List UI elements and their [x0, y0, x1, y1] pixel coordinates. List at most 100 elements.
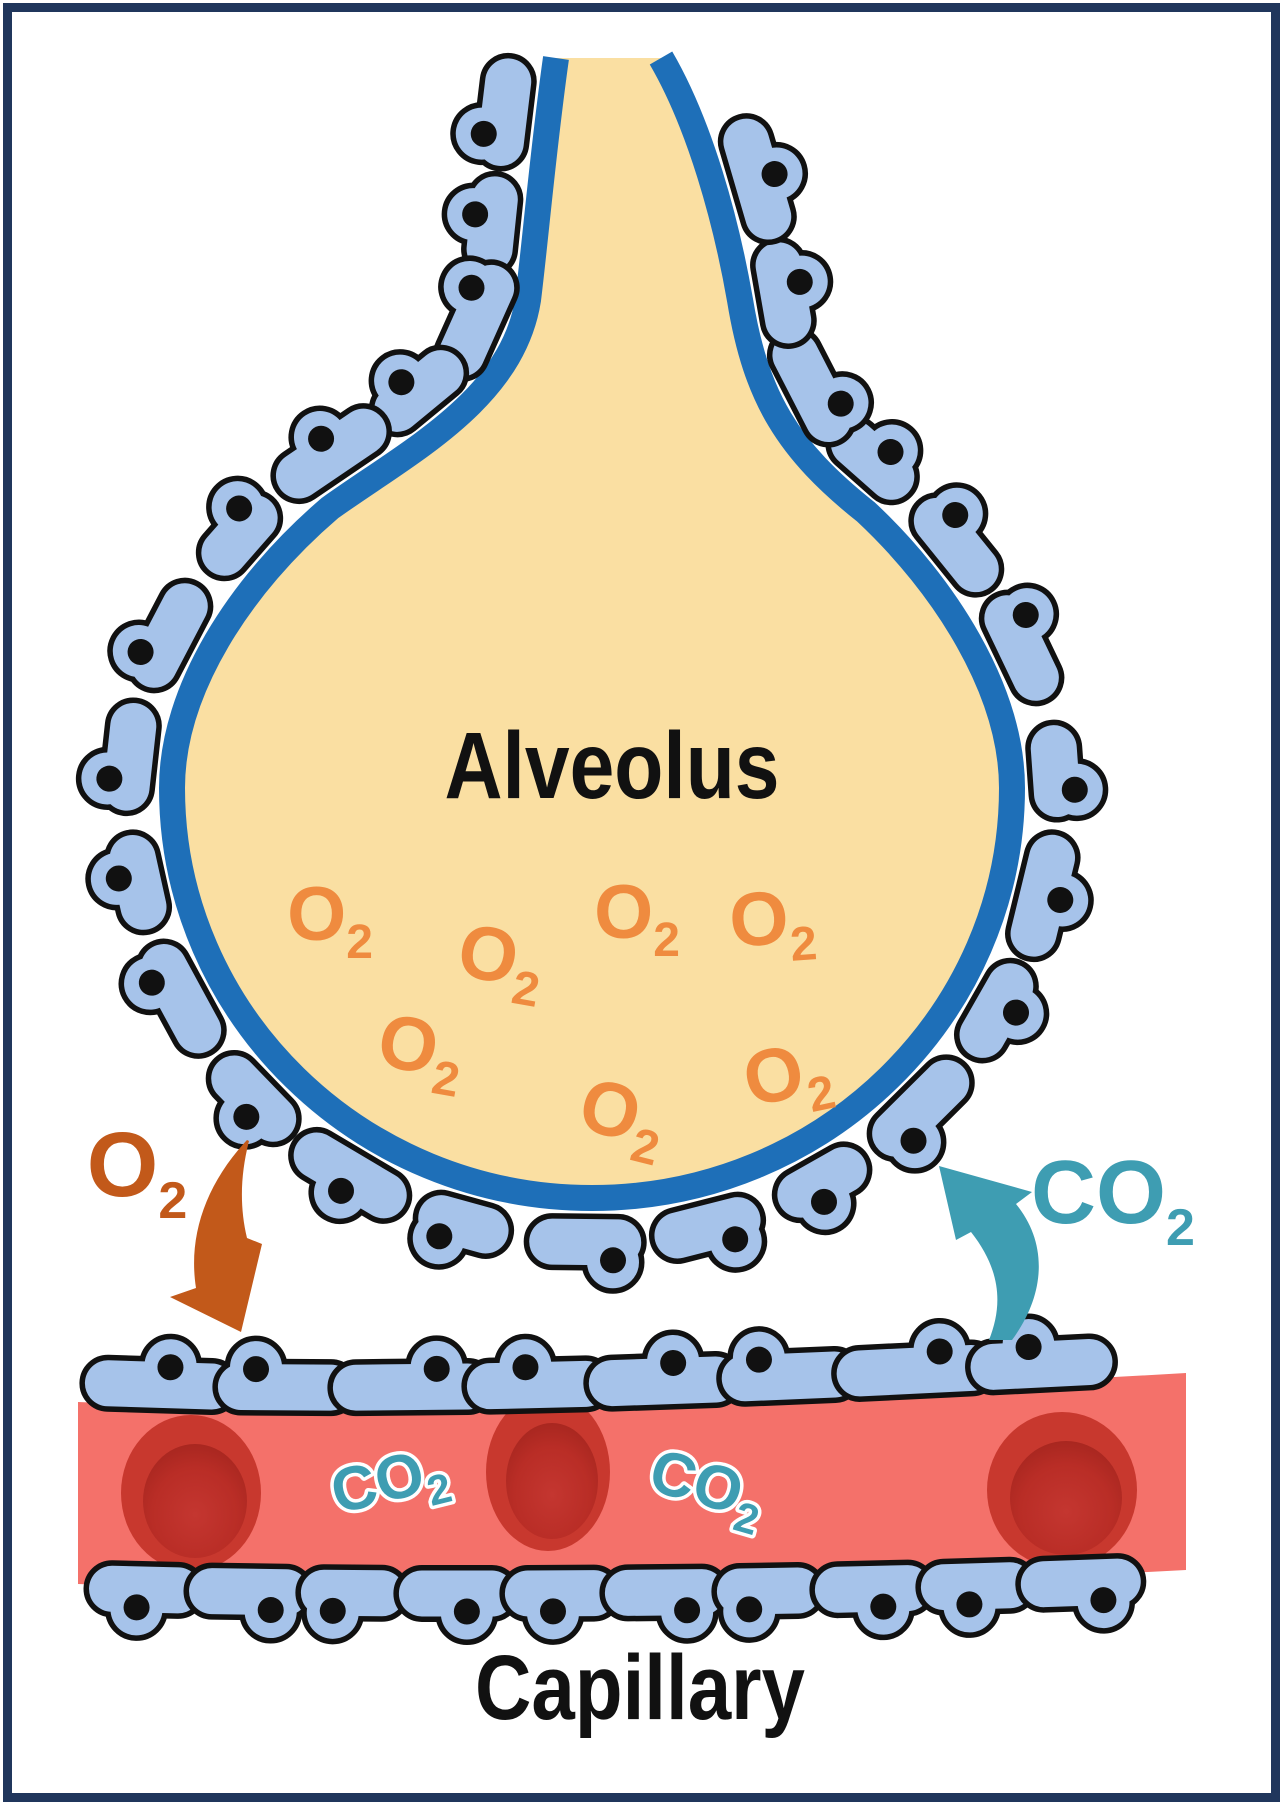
cell-nucleus [470, 120, 497, 147]
cell-nucleus [257, 1597, 284, 1624]
epithelial-cell [1005, 829, 1094, 963]
epithelial-cell [327, 1335, 497, 1417]
cell-nucleus [123, 1594, 150, 1621]
alveolus-epithelium [75, 52, 1109, 1294]
epithelial-cell [831, 1318, 1001, 1402]
cell-nucleus [423, 1355, 450, 1382]
cell-nucleus [745, 1346, 772, 1373]
cell-nucleus [105, 865, 132, 892]
cell-nucleus [660, 1349, 687, 1376]
epithelial-cell [83, 1560, 207, 1641]
cell-nucleus [243, 1356, 270, 1383]
red-blood-cell [987, 1412, 1137, 1568]
cell-nucleus [674, 1597, 701, 1624]
cell-nucleus [786, 268, 813, 295]
capillary-top-wall [79, 1313, 1118, 1417]
epithelial-cell [1015, 1553, 1147, 1634]
epithelial-cell [1025, 719, 1109, 823]
epithelial-cell [368, 344, 470, 438]
o2-molecule: O2 [287, 872, 373, 969]
epithelial-cell [978, 582, 1065, 707]
cell-nucleus [388, 369, 415, 396]
alveolus-air-sac [158, 51, 1026, 1212]
epithelial-cell [599, 1563, 731, 1644]
cell-nucleus [811, 1188, 838, 1215]
epithelial-cell [908, 482, 1005, 598]
epithelial-cell [288, 1126, 413, 1225]
epithelial-cell [965, 1313, 1118, 1396]
cell-nucleus [1002, 999, 1029, 1026]
cell-nucleus [127, 638, 154, 665]
cell-nucleus [328, 1177, 355, 1204]
epithelial-cell [648, 1191, 768, 1273]
epithelial-cell [85, 829, 173, 936]
cell-nucleus [138, 969, 165, 996]
o2-down-arrow [170, 1140, 262, 1332]
cell-nucleus [900, 1127, 927, 1154]
epithelial-cell [866, 1054, 975, 1174]
epithelial-cell [407, 1189, 515, 1270]
o2-molecule: O2 [594, 870, 680, 967]
red-blood-cell [486, 1393, 610, 1551]
epithelial-cell [750, 236, 834, 349]
o2-molecule: O2 [726, 873, 818, 976]
cell-nucleus [458, 274, 485, 301]
cell-nucleus [308, 425, 335, 452]
epithelial-cell [205, 1049, 302, 1150]
cell-nucleus [453, 1598, 480, 1625]
cell-nucleus [877, 439, 904, 466]
epithelial-cell [711, 1561, 827, 1643]
epithelial-cell [295, 1564, 411, 1645]
epithelial-cell [717, 113, 808, 246]
cell-nucleus [157, 1354, 184, 1381]
capillary-label: Capillary [475, 1637, 805, 1739]
cell-nucleus [600, 1247, 627, 1274]
o2-transfer-label: O2 [87, 1114, 187, 1230]
cell-nucleus [512, 1354, 539, 1381]
cell-nucleus [761, 161, 788, 188]
capillary-lumen [78, 1373, 1186, 1591]
alveolus-label: Alveolus [445, 713, 780, 819]
cell-nucleus [319, 1597, 346, 1624]
cell-nucleus [226, 495, 253, 522]
red-blood-cell [121, 1415, 261, 1571]
epithelial-cell [79, 1333, 241, 1416]
cell-nucleus [1061, 776, 1088, 803]
cell-nucleus [956, 1591, 983, 1618]
cell-nucleus [539, 1598, 566, 1625]
cell-nucleus [942, 502, 969, 529]
co2-up-arrow [939, 1166, 1039, 1340]
cell-nucleus [1047, 886, 1074, 913]
cell-nucleus [1012, 601, 1039, 628]
o2-molecule: O2 [370, 998, 471, 1108]
cell-nucleus [426, 1223, 453, 1250]
epithelial-cell [450, 52, 537, 172]
epithelial-cell [75, 697, 162, 817]
epithelial-cell [809, 1559, 937, 1641]
cell-nucleus [870, 1593, 897, 1620]
epithelial-cell [523, 1213, 647, 1294]
co2-transfer-label: CO2 [1031, 1143, 1195, 1257]
epithelial-cell [195, 475, 284, 582]
cell-nucleus [926, 1338, 953, 1365]
cell-nucleus [96, 765, 123, 792]
cell-nucleus [462, 201, 489, 228]
epithelial-cell [499, 1564, 623, 1645]
capillary-bottom-wall [83, 1553, 1147, 1646]
epithelial-cell [915, 1556, 1039, 1638]
cell-nucleus [827, 390, 854, 417]
cell-nucleus [1090, 1587, 1117, 1614]
epithelial-cell [183, 1562, 315, 1644]
o2-molecule: O2 [450, 908, 551, 1018]
cell-nucleus [1015, 1334, 1042, 1361]
cell-nucleus [736, 1596, 763, 1623]
epithelial-cell [118, 938, 227, 1059]
epithelial-cell [766, 326, 874, 448]
epithelial-cell [107, 577, 214, 694]
epithelial-cell [441, 170, 524, 278]
cell-nucleus [233, 1103, 260, 1130]
epithelial-cell [771, 1141, 873, 1236]
epithelial-cell [954, 957, 1050, 1064]
cell-nucleus [722, 1226, 749, 1253]
